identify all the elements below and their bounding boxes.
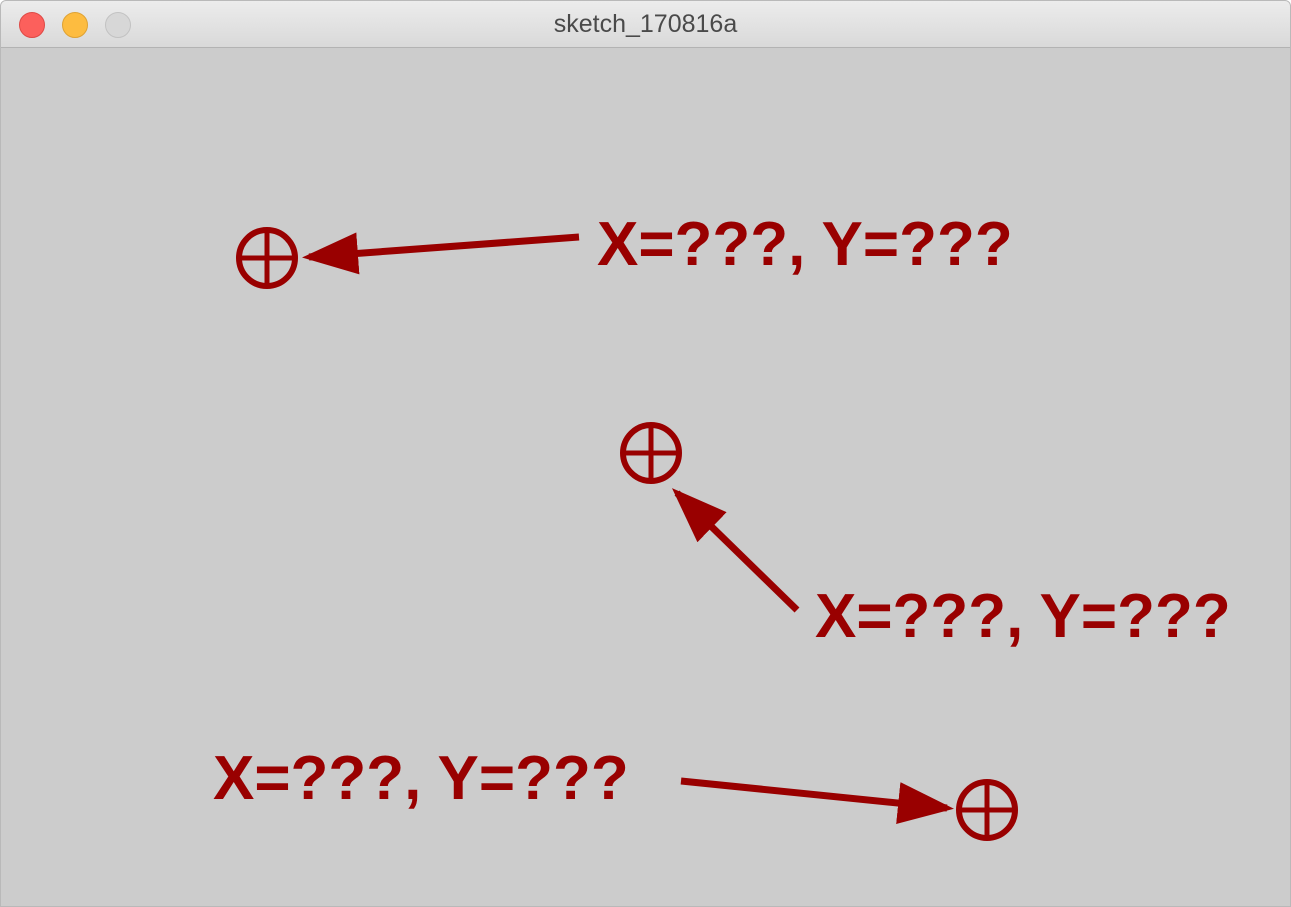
arrow-icon: [671, 488, 800, 613]
crosshair-circle-icon: [620, 422, 682, 484]
coordinate-label-2: X=???, Y=???: [815, 582, 1231, 651]
minimize-button[interactable]: [62, 12, 88, 38]
arrow-icon: [680, 777, 954, 824]
window-title: sketch_170816a: [553, 10, 738, 38]
title-bar[interactable]: sketch_170816a: [1, 1, 1290, 48]
arrow-icon: [302, 232, 580, 275]
target-marker-1: [236, 227, 298, 289]
zoom-button[interactable]: [105, 12, 131, 38]
sketch-canvas[interactable]: X=???, Y=??? X=???, Y=??? X=???, Y=???: [1, 48, 1291, 907]
coordinate-label-1: X=???, Y=???: [597, 210, 1013, 279]
close-button[interactable]: [19, 12, 45, 38]
target-marker-3: [956, 779, 1018, 841]
crosshair-circle-icon: [236, 227, 298, 289]
target-marker-2: [620, 422, 682, 484]
coordinate-label-3: X=???, Y=???: [213, 744, 629, 813]
crosshair-circle-icon: [956, 779, 1018, 841]
